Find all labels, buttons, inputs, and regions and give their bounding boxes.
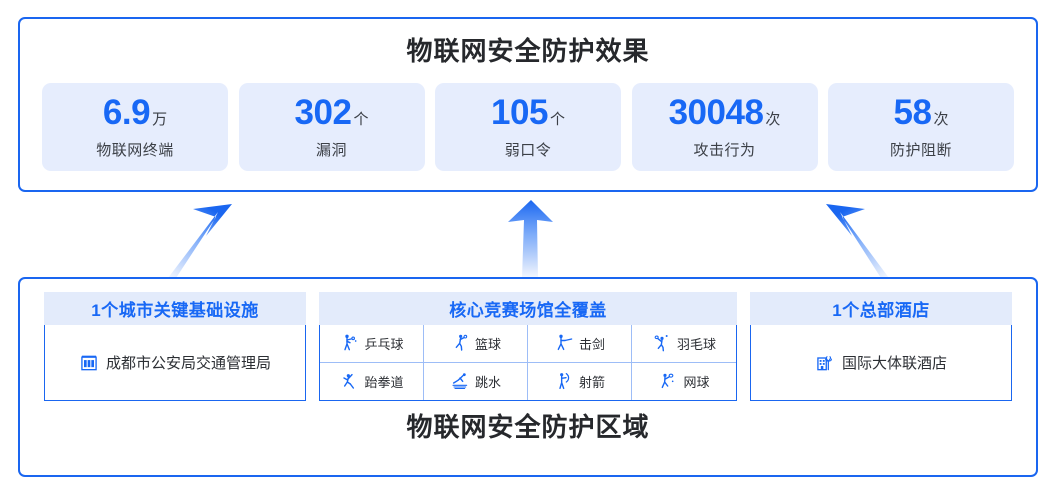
stat-value: 302 bbox=[294, 92, 352, 132]
stat-unit: 个 bbox=[353, 110, 369, 128]
venue-label: 乒乓球 bbox=[364, 336, 404, 352]
venue-label: 射箭 bbox=[578, 374, 605, 390]
venue-cell-taekwondo[interactable]: 跆拳道 bbox=[320, 362, 424, 400]
venue-label: 击剑 bbox=[578, 336, 605, 352]
government-building-icon bbox=[81, 355, 97, 370]
stat-card[interactable]: 105 个 弱口令 bbox=[435, 83, 621, 171]
iot-protection-zone-panel: 1个城市关键基础设施 成都市公安局交通管理局 核心竞赛场馆全覆盖 bbox=[18, 277, 1038, 477]
venue-cell-diving[interactable]: 跳水 bbox=[424, 362, 528, 400]
stat-value-row: 6.9 万 bbox=[103, 95, 167, 130]
stat-value: 105 bbox=[491, 92, 548, 132]
fencing-icon bbox=[557, 334, 573, 351]
iot-security-effect-panel: 物联网安全防护效果 6.9 万 物联网终端 302 个 漏洞 105 个 弱口令 bbox=[18, 17, 1038, 192]
connector-arrows bbox=[168, 200, 889, 278]
stat-unit: 次 bbox=[765, 110, 781, 128]
stat-card-list: 6.9 万 物联网终端 302 个 漏洞 105 个 弱口令 30048 次 bbox=[20, 83, 1036, 171]
city-infrastructure-panel: 1个城市关键基础设施 成都市公安局交通管理局 bbox=[44, 292, 306, 401]
stat-unit: 个 bbox=[549, 110, 565, 128]
venue-cell-fencing[interactable]: 击剑 bbox=[528, 325, 632, 363]
venue-cell-basketball[interactable]: 篮球 bbox=[424, 325, 528, 363]
badminton-icon bbox=[654, 335, 668, 352]
stat-value: 58 bbox=[893, 92, 932, 132]
stat-card[interactable]: 6.9 万 物联网终端 bbox=[42, 83, 228, 171]
city-infrastructure-header: 1个城市关键基础设施 bbox=[44, 292, 306, 325]
tennis-icon bbox=[662, 373, 674, 389]
stat-card[interactable]: 58 次 防护阻断 bbox=[828, 83, 1014, 171]
hotel-header: 1个总部酒店 bbox=[750, 292, 1012, 325]
venue-cell-archery[interactable]: 射箭 bbox=[528, 362, 632, 400]
venues-header: 核心竞赛场馆全覆盖 bbox=[319, 292, 737, 325]
list-item[interactable]: 成都市公安局交通管理局 bbox=[79, 352, 271, 374]
hotel-icon bbox=[817, 355, 832, 370]
hotel-body: 国际大体联酒店 bbox=[750, 325, 1012, 401]
venue-cell-badminton[interactable]: 羽毛球 bbox=[632, 325, 736, 363]
stat-card[interactable]: 302 个 漏洞 bbox=[238, 83, 425, 171]
arrow-up-right bbox=[168, 204, 232, 278]
venue-cell-table-tennis[interactable]: 乒乓球 bbox=[320, 325, 424, 363]
stat-label: 防护阻断 bbox=[889, 141, 952, 159]
venue-label: 跳水 bbox=[474, 374, 501, 390]
page-title: 物联网安全防护效果 bbox=[406, 36, 650, 66]
stat-label: 物联网终端 bbox=[96, 141, 174, 159]
stat-value: 6.9 bbox=[102, 92, 151, 132]
stat-value: 30048 bbox=[668, 92, 764, 132]
zone-title: 物联网安全防护区域 bbox=[406, 412, 650, 442]
stat-value-row: 302 个 bbox=[295, 95, 369, 130]
stat-value-row: 30048 次 bbox=[669, 95, 781, 130]
stat-card[interactable]: 30048 次 攻击行为 bbox=[631, 83, 818, 171]
venue-label: 跆拳道 bbox=[364, 374, 404, 390]
city-infrastructure-body: 成都市公安局交通管理局 bbox=[44, 325, 306, 401]
list-item-label: 成都市公安局交通管理局 bbox=[105, 355, 271, 372]
stat-label: 漏洞 bbox=[315, 141, 347, 159]
archery-icon bbox=[559, 373, 570, 390]
stat-unit: 次 bbox=[933, 110, 949, 128]
venue-cell-tennis[interactable]: 网球 bbox=[632, 363, 736, 401]
basketball-icon bbox=[455, 335, 468, 351]
diving-icon bbox=[452, 373, 468, 390]
venue-label: 网球 bbox=[683, 374, 710, 390]
arrow-up-left bbox=[826, 204, 889, 278]
zone-panel-row: 1个城市关键基础设施 成都市公安局交通管理局 核心竞赛场馆全覆盖 bbox=[20, 279, 1036, 401]
list-item-label: 国际大体联酒店 bbox=[841, 355, 947, 372]
table-tennis-icon bbox=[344, 334, 357, 351]
venue-label: 篮球 bbox=[474, 336, 501, 352]
hotel-panel: 1个总部酒店 国际大体联酒店 bbox=[750, 292, 1012, 401]
list-item[interactable]: 国际大体联酒店 bbox=[815, 352, 947, 374]
stat-value-row: 105 个 bbox=[491, 95, 565, 130]
venues-panel: 核心竞赛场馆全覆盖 乒乓球 bbox=[319, 292, 737, 401]
venues-grid: 乒乓球 篮球 bbox=[319, 325, 737, 401]
stat-unit: 万 bbox=[152, 110, 168, 128]
taekwondo-icon bbox=[343, 374, 355, 389]
arrow-up bbox=[508, 200, 553, 278]
stat-label: 弱口令 bbox=[504, 141, 552, 159]
venue-label: 羽毛球 bbox=[676, 336, 716, 352]
stat-label: 攻击行为 bbox=[693, 141, 756, 159]
stat-value-row: 58 次 bbox=[894, 95, 949, 130]
